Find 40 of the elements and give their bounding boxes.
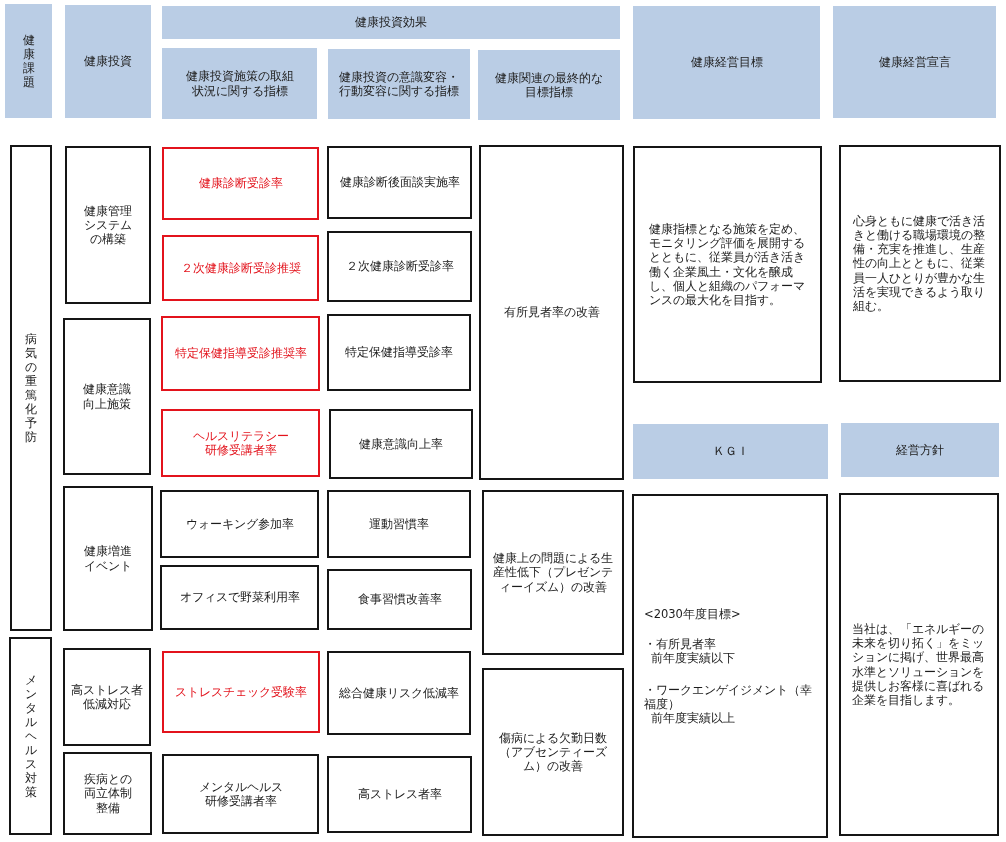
column-header: ＫＧＩ — [633, 424, 828, 479]
declaration-statement: 心身ともに健康で活き活きと働ける職場環境の整備・充実を推進し、生産性の向上とともに、従業員一人ひとりが豊かな生活を実現できるよう取り組む。 — [839, 145, 1001, 382]
column-header: 健康投資 — [65, 5, 151, 118]
priority-indicator-box: 健康診断受診率 — [162, 147, 319, 220]
category-box: 病気の重篤化予防 — [10, 145, 52, 631]
kgi-box: <2030年度目標> ・有所見者率 前年度実績以下 ・ワークエンゲイジメント（幸福度） 前年度実績以上 — [632, 494, 828, 838]
indicator-box: オフィスで野菜利用率 — [160, 565, 319, 630]
priority-indicator-box: ２次健康診断受診推奨 — [162, 235, 319, 301]
policy-statement: 当社は、「エネルギーの未来を切り拓く」をミッションに掲げ、世界最高水準とソリューションを提供しお客様に喜ばれる企業を目指します。 — [839, 493, 999, 836]
initiative-box: 高ストレス者低減対応 — [63, 648, 151, 746]
indicator-box: ウォーキング参加率 — [160, 490, 319, 558]
goal-box: 有所見者率の改善 — [479, 145, 624, 480]
indicator-box: 運動習慣率 — [327, 490, 471, 558]
column-header: 健康課題 — [5, 4, 52, 118]
column-header: 健康投資施策の取組状況に関する指標 — [162, 48, 317, 119]
priority-indicator-box: ヘルスリテラシー研修受講者率 — [161, 409, 320, 477]
indicator-box: 食事習慣改善率 — [327, 569, 472, 630]
indicator-box: ２次健康診断受診率 — [327, 231, 472, 302]
column-header: 健康関連の最終的な目標指標 — [478, 50, 620, 120]
column-header: 健康経営目標 — [633, 6, 820, 119]
column-header: 経営方針 — [841, 423, 999, 477]
goal-box: 健康上の問題による生産性低下（プレゼンティーイズム）の改善 — [482, 490, 624, 655]
goal-statement: 健康指標となる施策を定め、モニタリング評価を展開するとともに、従業員が活き活き働く企業風土・文化を醸成し、個人と組織のパフォーマンスの最大化を目指す。 — [633, 146, 822, 383]
indicator-box: 総合健康リスク低減率 — [327, 651, 471, 735]
priority-indicator-box: 特定保健指導受診推奨率 — [161, 316, 320, 391]
priority-indicator-box: ストレスチェック受験率 — [162, 651, 320, 733]
initiative-box: 健康意識向上施策 — [63, 318, 151, 475]
indicator-box: 健康診断後面談実施率 — [327, 146, 472, 219]
column-header: 健康投資効果 — [162, 6, 620, 39]
initiative-box: 疾病との両立体制整備 — [63, 752, 152, 835]
indicator-box: 高ストレス者率 — [327, 756, 472, 833]
initiative-box: 健康管理システムの構築 — [65, 146, 151, 304]
initiative-box: 健康増進イベント — [63, 486, 153, 631]
column-header: 健康投資の意識変容・行動変容に関する指標 — [328, 49, 470, 119]
category-box: メンタルヘルス対策 — [9, 637, 52, 835]
indicator-box: 特定保健指導受診率 — [327, 314, 471, 391]
indicator-box: 健康意識向上率 — [329, 409, 473, 479]
column-header: 健康経営宣言 — [833, 6, 996, 118]
goal-box: 傷病による欠勤日数（アブセンティーズム）の改善 — [482, 668, 624, 836]
indicator-box: メンタルヘルス研修受講者率 — [162, 754, 319, 834]
